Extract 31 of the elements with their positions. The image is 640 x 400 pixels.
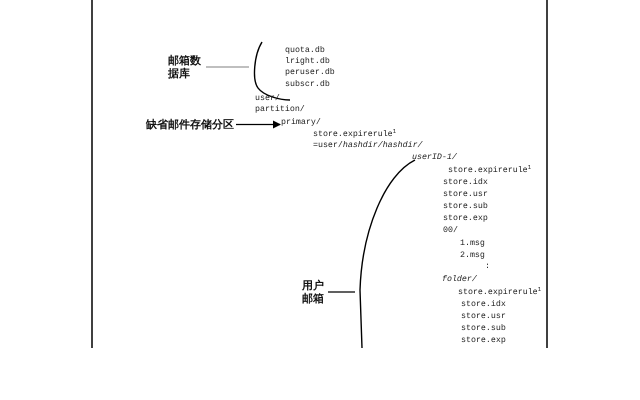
file-name: store.expirerule$^{1}$ [448, 166, 532, 176]
file-name: store.idx [461, 300, 506, 310]
leader-line [328, 291, 355, 293]
file-name: : [485, 262, 490, 272]
file-name: quota.db [285, 46, 325, 56]
file-name: userID-1/ [412, 153, 457, 163]
file-name: 1.msg [460, 239, 485, 249]
path-text: partition/ [255, 105, 305, 115]
file-name: store.exp [461, 336, 506, 346]
folder-name: primary/ [281, 118, 321, 128]
label-text: 缺省邮件存储分区 [146, 118, 234, 131]
file-name: store.sub [461, 324, 506, 334]
file-name: store.exp [443, 214, 488, 224]
file-name: store.idx [443, 178, 488, 188]
path-text: store.expirerule$^{1}$ [313, 130, 396, 140]
file-name: folder/ [442, 275, 477, 285]
arrow [236, 120, 281, 128]
file-name: store.sub [443, 202, 488, 212]
label-text: 用户邮箱 [302, 279, 326, 305]
file-name: lright.db [285, 57, 330, 67]
file-name: store.usr [443, 190, 488, 200]
label-text: 邮箱数据库 [168, 54, 204, 80]
file-name: subscr.db [285, 80, 330, 90]
file-name: store.usr [461, 312, 506, 322]
file-name: peruser.db [285, 68, 335, 78]
file-name: store.expirerule$^{1}$ [458, 288, 542, 298]
file-name: 00/ [443, 226, 458, 236]
path-text: =user/hashdir/hashdir/ [313, 141, 423, 151]
leader-line [206, 66, 249, 68]
file-name: 2.msg [460, 251, 485, 261]
path-text: user/ [255, 94, 280, 104]
